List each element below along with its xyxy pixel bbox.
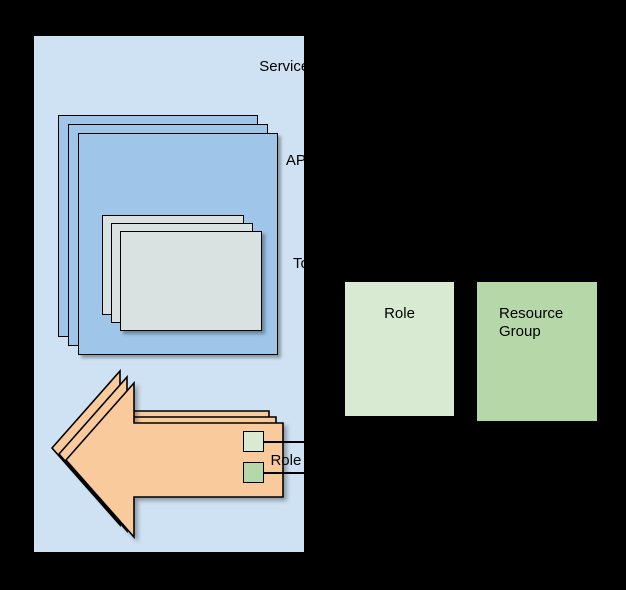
resource-group-port[interactable]: [243, 462, 264, 483]
resource-group-edge: [263, 472, 306, 474]
resource-group-box[interactable]: [477, 282, 597, 421]
role-binding-stack[interactable]: [50, 366, 284, 540]
token-stack[interactable]: [102, 215, 262, 333]
token-card-front[interactable]: [120, 231, 262, 331]
role-edge: [263, 441, 306, 443]
role-binding-arrow-front[interactable]: [64, 378, 284, 542]
role-box[interactable]: [345, 282, 454, 416]
role-port[interactable]: [243, 431, 264, 452]
